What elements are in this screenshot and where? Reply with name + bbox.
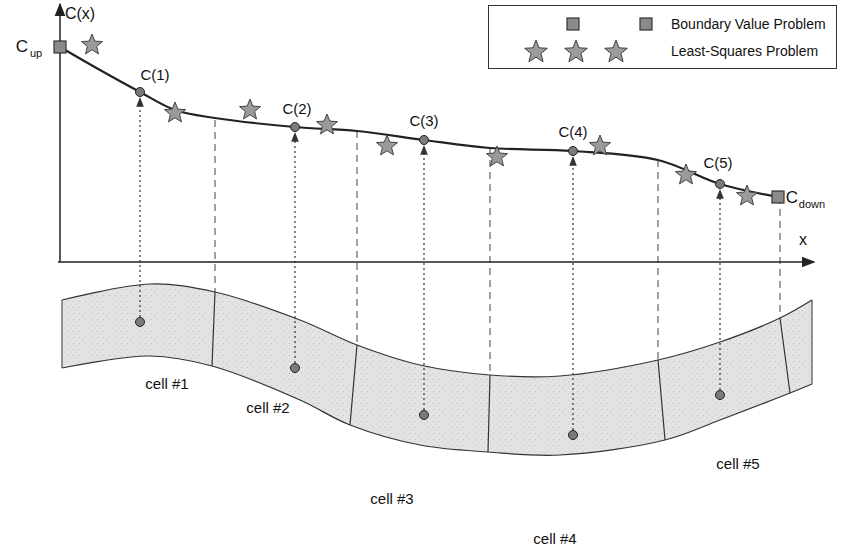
cell-label: cell #3 xyxy=(370,491,413,506)
axis-label: C xyxy=(16,38,28,55)
legend-row: Boundary Value Problem xyxy=(489,10,826,37)
channel-band xyxy=(62,284,812,455)
axis-label: down xyxy=(799,199,825,210)
legend-sample xyxy=(489,38,661,64)
axis-label: C(3) xyxy=(409,113,438,128)
guide-lines xyxy=(140,98,780,430)
legend-sample xyxy=(489,11,661,37)
cell-label: cell #4 xyxy=(533,531,576,546)
cell-label: cell #1 xyxy=(145,376,188,391)
concentration-curve xyxy=(60,47,778,197)
legend-row: Least-Squares Problem xyxy=(489,37,826,64)
axis-label: C(4) xyxy=(558,124,587,139)
legend-box: Boundary Value ProblemLeast-Squares Prob… xyxy=(488,5,837,69)
axis-label: C(5) xyxy=(703,155,732,170)
legend-text: Least-Squares Problem xyxy=(671,43,818,59)
legend-text: Boundary Value Problem xyxy=(671,16,826,32)
cell-label: cell #5 xyxy=(716,456,759,471)
axis-label: C(1) xyxy=(140,67,169,82)
axis-label: C xyxy=(786,189,798,206)
axis-label: x xyxy=(799,232,807,248)
markers xyxy=(54,34,784,440)
axis-label: C(2) xyxy=(282,101,311,116)
cell-label: cell #2 xyxy=(246,400,289,415)
axis-label: C(x) xyxy=(65,6,95,22)
axis-label: up xyxy=(30,48,42,59)
